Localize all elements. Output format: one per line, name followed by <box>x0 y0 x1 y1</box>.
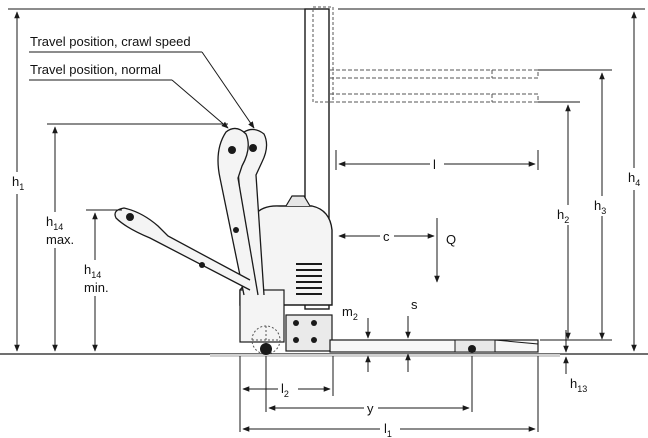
vent-grille <box>296 263 322 295</box>
dim-y: y <box>367 401 374 416</box>
dim-h13: h13 <box>570 376 587 394</box>
dim-s: s <box>411 297 418 312</box>
dim-h4: h4 <box>628 170 640 188</box>
dim-h14-max-label: max. <box>46 232 74 247</box>
annotation-crawl-speed: Travel position, crawl speed <box>30 34 191 49</box>
load-q: Q <box>446 232 456 247</box>
dim-h3: h3 <box>594 198 606 216</box>
dim-l2: l2 <box>281 381 289 399</box>
annotation-normal: Travel position, normal <box>30 62 161 77</box>
lowered-forks <box>260 339 539 355</box>
tiller-low <box>114 207 251 291</box>
dim-c: c <box>383 229 390 244</box>
ground <box>0 353 648 357</box>
dim-l1: l1 <box>384 421 392 438</box>
raised-forks <box>330 69 539 103</box>
tiller-normal <box>217 127 259 296</box>
dim-h1: h1 <box>12 174 24 192</box>
dim-h14-min: h14 <box>84 262 101 280</box>
dim-m2: m2 <box>342 304 358 322</box>
annotation-leaders <box>29 51 255 129</box>
label-backgrounds <box>10 156 644 438</box>
dim-h14-min-label: min. <box>84 280 109 295</box>
dim-h2: h2 <box>557 207 569 225</box>
dim-h14-max: h14 <box>46 214 63 232</box>
dim-l: l <box>433 157 436 172</box>
